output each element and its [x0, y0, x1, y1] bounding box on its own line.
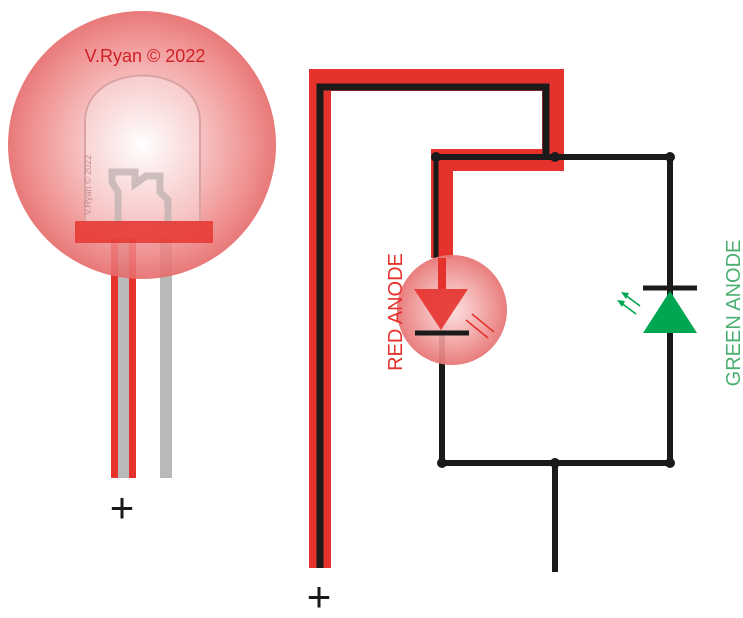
supply-wire-core [316, 83, 550, 568]
green-diode-triangle [643, 291, 697, 333]
junction-dot [665, 152, 675, 162]
green-arrow-head [621, 292, 629, 299]
junction-dot [437, 458, 447, 468]
red-diode-triangle [414, 289, 468, 330]
green-led-symbol [617, 285, 697, 333]
cathode-lead [160, 238, 172, 478]
circuit: RED ANODE GREEN ANODE + [307, 69, 743, 618]
green-anode-label: GREEN ANODE [723, 240, 743, 387]
green-arrow-head [617, 300, 625, 307]
junction-dot [431, 152, 441, 162]
red-anode-label: RED ANODE [385, 253, 407, 371]
led-glow [8, 11, 276, 279]
watermark-main: V.Ryan © 2022 [85, 46, 206, 66]
junction-dot [550, 152, 560, 162]
led-component: V.Ryan © 2022 V.Ryan © 2022 + [8, 11, 276, 531]
plus-sign-circuit: + [307, 573, 332, 613]
red-light-arrow [465, 319, 489, 339]
red-led-symbol [397, 255, 507, 365]
led-flange [75, 221, 213, 243]
junction-dot [550, 458, 560, 468]
plus-sign-led: + [110, 484, 135, 531]
watermark-small: V.Ryan © 2022 [83, 155, 93, 215]
led-die-frame [108, 168, 172, 222]
junction-dot [665, 458, 675, 468]
anode-lead-core [118, 238, 129, 478]
red-light-arrow [471, 313, 495, 333]
led-lens [84, 74, 201, 223]
